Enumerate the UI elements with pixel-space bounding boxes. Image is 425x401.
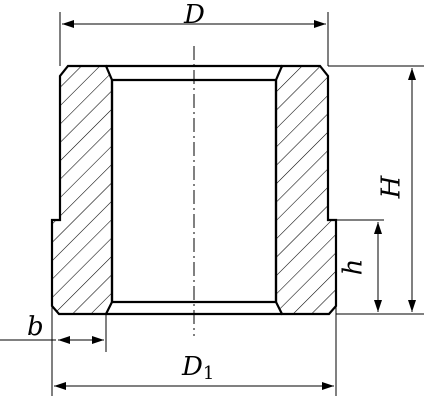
dimension-D xyxy=(59,12,329,66)
label-H: H xyxy=(376,175,407,199)
dimension-H xyxy=(328,65,424,315)
right-wall-section xyxy=(274,64,338,316)
dimension-h xyxy=(336,219,384,312)
label-b: b xyxy=(27,312,44,342)
label-h: h xyxy=(338,258,369,276)
label-D1: D1 xyxy=(182,354,214,383)
dimension-b xyxy=(0,314,107,352)
label-D1-main: D xyxy=(182,352,203,382)
label-D: D xyxy=(184,0,205,30)
dimension-D1 xyxy=(51,306,337,396)
left-wall-section xyxy=(50,64,114,316)
label-D1-subscript: 1 xyxy=(202,363,215,384)
